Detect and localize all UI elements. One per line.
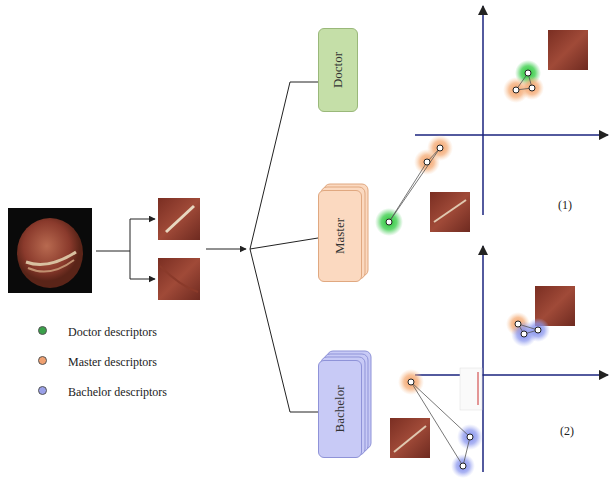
panel-label: (1) <box>558 198 572 213</box>
split-bracket <box>96 219 155 279</box>
tree-lines <box>206 82 318 412</box>
legend-text: Master descriptors <box>68 355 157 369</box>
master-box: Master <box>318 190 362 282</box>
box-label: Bachelor <box>332 386 348 433</box>
bachelor-box: Bachelor <box>318 360 362 458</box>
image-patch <box>158 198 200 300</box>
hazelnut-photo <box>8 208 92 293</box>
descriptor-plot <box>390 246 608 478</box>
legend-dot <box>38 326 47 335</box>
legend-item: Doctor descriptors <box>38 322 127 338</box>
descriptor-plot <box>375 6 608 236</box>
legend-dot <box>38 356 47 365</box>
legend-text: Doctor descriptors <box>68 325 157 339</box>
panel-label: (2) <box>560 424 574 439</box>
legend-item: Bachelor descriptors <box>38 382 137 398</box>
legend-item: Master descriptors <box>38 352 127 368</box>
legend-text: Bachelor descriptors <box>68 385 167 399</box>
box-label: Master <box>332 218 348 254</box>
doctor-box: Doctor <box>318 28 358 112</box>
box-label: Doctor <box>330 52 346 88</box>
legend-dot <box>38 386 47 395</box>
